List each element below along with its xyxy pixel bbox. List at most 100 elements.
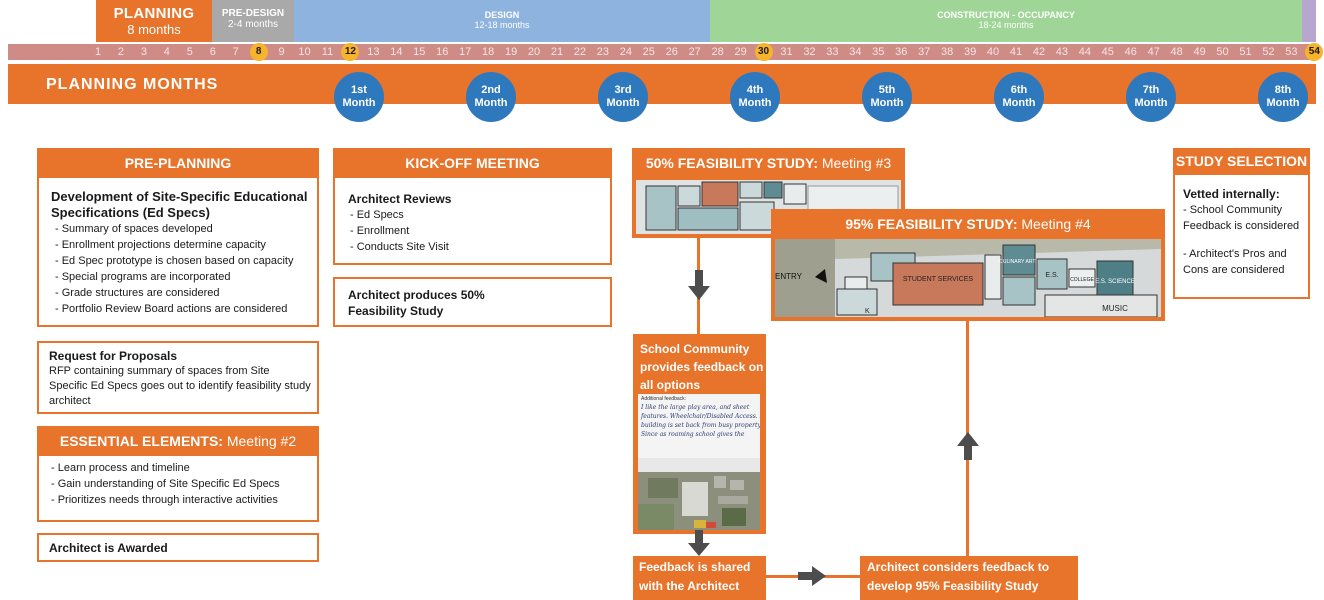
month-number: 22: [573, 46, 587, 58]
arrow-up-icon: [957, 432, 979, 460]
study95-header-bold: 95% FEASIBILITY STUDY:: [845, 216, 1018, 232]
handwriting-line: features. Wheelchair/Disabled Access. Lo…: [641, 413, 760, 420]
month-number: 40: [986, 46, 1000, 58]
feedback-sheet-image: Additional feedback: I like the large pl…: [638, 394, 760, 530]
month-number: 28: [711, 46, 724, 58]
list-item: - Gain understanding of Site Specific Ed…: [51, 478, 280, 490]
list-item: - Prioritizes needs through interactive …: [51, 494, 278, 506]
pre-planning-box: Development of Site-Specific Educational…: [37, 172, 319, 327]
month-number: 33: [826, 46, 839, 58]
month-number: 37: [918, 46, 931, 58]
phase-planning: PLANNING 8 months: [96, 0, 212, 42]
month-number: 51: [1239, 46, 1252, 58]
plan-label-es: E.S.: [1045, 272, 1058, 279]
produces-text: Architect produces 50% Feasibility Study: [348, 288, 485, 318]
kickoff-header: KICK-OFF MEETING: [333, 148, 612, 178]
plan-label-es-science: E.S. SCIENCE: [1095, 279, 1135, 285]
month-word: Month: [342, 97, 376, 109]
month-number: 52: [1262, 46, 1275, 58]
month-word: Month: [738, 97, 772, 109]
phase-predesign-title: PRE-DESIGN: [221, 8, 285, 19]
phase-design: DESIGN 12-18 months: [294, 0, 710, 42]
phase-planning-duration: 8 months: [127, 22, 181, 37]
community-feedback-box: School Community provides feedback on al…: [633, 334, 766, 534]
month-word: Month: [1002, 97, 1036, 109]
plan-label-culinary: CULINARY ARTS: [999, 259, 1039, 265]
month-number: 14: [390, 46, 403, 58]
phase-design-title: DESIGN: [484, 10, 520, 20]
phase-predesign: PRE-DESIGN 2-4 months: [212, 0, 294, 42]
community-feedback-text: School Community provides feedback on al…: [640, 342, 764, 392]
arrow-down-icon: [688, 270, 710, 300]
month-number: 41: [1009, 46, 1023, 58]
architect-considers-text: Architect considers feedback to develop …: [867, 560, 1050, 593]
plan-label-college: COLLEGE: [1070, 277, 1094, 283]
month-ordinal: 5th: [878, 84, 896, 96]
study50-floor-plan: [636, 180, 901, 234]
list-item: - Grade structures are considered: [55, 287, 220, 299]
month-word: Month: [474, 97, 508, 109]
architect-awarded-box: Architect is Awarded: [37, 533, 319, 562]
study50-header: 50% FEASIBILITY STUDY: Meeting #3: [632, 148, 905, 178]
aerial-site-image: [638, 458, 760, 530]
month-number: 35: [872, 46, 885, 58]
architect-considers-box: Architect considers feedback to develop …: [860, 556, 1078, 600]
list-item: - Portfolio Review Board actions are con…: [55, 303, 288, 315]
month-number-strip: [8, 44, 1316, 60]
essential-header-bold: ESSENTIAL ELEMENTS:: [59, 433, 223, 449]
month-number: 32: [803, 46, 816, 58]
month-number: 38: [941, 46, 954, 58]
list-item: - Summary of spaces developed: [55, 223, 213, 235]
rfp-text: RFP containing summary of spaces from Si…: [49, 365, 311, 407]
month-number: 29: [734, 46, 747, 58]
essential-header-meeting: Meeting #2: [222, 433, 297, 449]
produces-box: Architect produces 50% Feasibility Study: [333, 277, 612, 327]
month-number: 26: [665, 46, 678, 58]
handwriting-line: I like the large play area, and sheet: [641, 404, 750, 411]
month-number: 18: [482, 46, 495, 58]
month-ordinal: 2nd: [481, 84, 501, 96]
phase-end-marker: [1302, 0, 1316, 42]
month-ordinal: 6th: [1010, 84, 1028, 96]
month-number: 11: [321, 46, 334, 58]
plan-label-music: MUSIC: [1102, 304, 1128, 313]
month-word: Month: [870, 97, 904, 109]
list-item: - Conducts Site Visit: [350, 241, 449, 253]
month-ordinal: 8th: [1274, 84, 1292, 96]
study-selection-title: Vetted internally:: [1183, 187, 1280, 201]
study95-header: 95% FEASIBILITY STUDY: Meeting #4: [771, 209, 1165, 239]
month-number: 39: [963, 46, 977, 58]
month-number: 50: [1216, 46, 1229, 58]
month-number: 16: [436, 46, 449, 58]
rfp-box: Request for Proposals RFP containing sum…: [37, 341, 319, 414]
month-number: 43: [1055, 46, 1069, 58]
month-number: 17: [459, 46, 472, 58]
essential-elements-header: ESSENTIAL ELEMENTS: Meeting #2: [37, 426, 319, 456]
month-number-highlight: 30: [754, 43, 773, 61]
month-number: 10: [298, 46, 311, 58]
kickoff-list: - Ed Specs - Enrollment - Conducts Site …: [348, 207, 610, 255]
phase-design-duration: 12-18 months: [474, 20, 530, 30]
feedback-shared-text: Feedback is shared with the Architect: [639, 560, 751, 593]
month-number: 45: [1101, 46, 1114, 58]
month-ordinal: 1st: [351, 84, 367, 96]
phase-construction: CONSTRUCTION - OCCUPANCY 18-24 months: [710, 0, 1302, 42]
month-number: 15: [413, 46, 426, 58]
month-number: 47: [1147, 46, 1160, 58]
month-number: 25: [642, 46, 655, 58]
arrow-down-icon: [688, 530, 710, 556]
architect-awarded-text: Architect is Awarded: [49, 541, 168, 555]
study95-header-meeting: Meeting #4: [1017, 216, 1091, 232]
plan-label-entry: ENTRY: [775, 272, 803, 281]
study-selection-header: STUDY SELECTION: [1173, 148, 1310, 175]
month-number: 1: [94, 46, 102, 58]
floor-plan-image: STUDENT SERVICES CULINARY ARTS E.S. COLL…: [775, 239, 1161, 317]
month-ordinal: 7th: [1142, 84, 1160, 96]
planning-months-title: PLANNING MONTHS: [46, 76, 219, 93]
study95-box: STUDENT SERVICES CULINARY ARTS E.S. COLL…: [771, 209, 1165, 321]
